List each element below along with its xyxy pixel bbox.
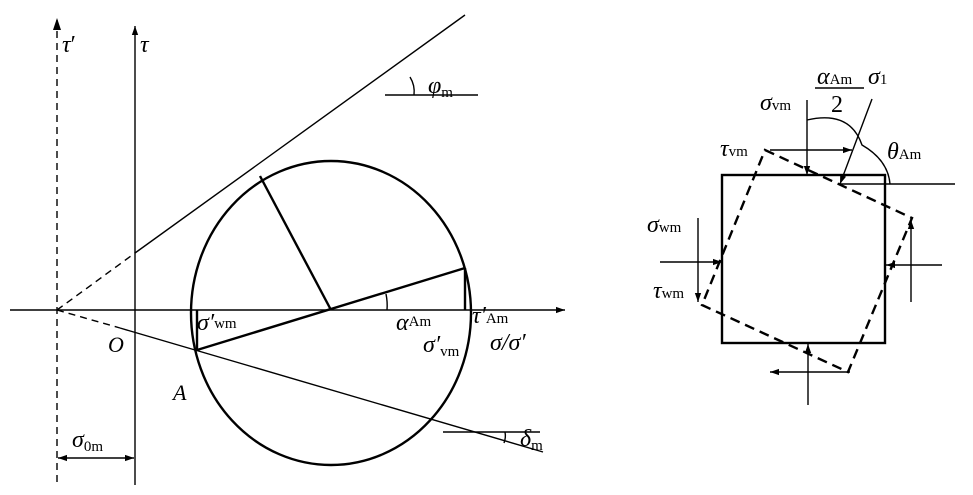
stress-element-diagram: σvm τvm σwm τwm αAm 2 σ1 θAm (647, 64, 955, 405)
tau-label: τ (140, 32, 150, 58)
alpha-label: αAm (396, 310, 431, 336)
tau-prime-arrow (53, 18, 61, 30)
lower-line-dashed (56, 309, 121, 329)
delta-arc (503, 431, 507, 444)
theta-arc (806, 117, 891, 185)
tau-vm-label: τvm (720, 136, 748, 162)
tau-wm-label: τwm (653, 278, 684, 304)
tau-prime-label: τ′ (62, 32, 76, 58)
point-a-label: A (171, 380, 187, 405)
radius-to-tangent (258, 175, 333, 311)
sigma-1-label: σ1 (868, 64, 887, 90)
sigma-axis-label: σ/σ′ (490, 330, 526, 356)
sigma-wm-label: σwm (647, 212, 682, 238)
original-element (720, 173, 887, 345)
sigma-1-arrow (839, 98, 873, 185)
strength-envelope-line (134, 14, 466, 254)
mohr-diagram: τ′ τ σ/σ′ O A φm δm αAm σ′wm σ′vm τ′Am σ… (10, 14, 565, 485)
diameter-line (196, 266, 466, 352)
phi-label: φm (428, 73, 453, 101)
alpha-half-numerator: αAm (817, 64, 852, 90)
alpha-arc (385, 293, 388, 311)
tau-am-prime-label: τ′Am (472, 303, 509, 329)
alpha-half-denominator: 2 (831, 92, 843, 118)
sigma-vm-prime-label: σ′vm (423, 332, 460, 360)
delta-label: δm (520, 426, 543, 454)
envelope-upper-dashed (56, 252, 136, 311)
phi-arc (409, 76, 415, 96)
sigma-vm-label: σvm (760, 90, 791, 116)
sigma-wm-prime-label: σ′wm (197, 310, 237, 336)
mohr-circle (189, 159, 473, 467)
theta-label: θAm (887, 139, 922, 165)
sigma-0m-label: σ0m (72, 427, 103, 455)
origin-label: O (108, 332, 124, 357)
